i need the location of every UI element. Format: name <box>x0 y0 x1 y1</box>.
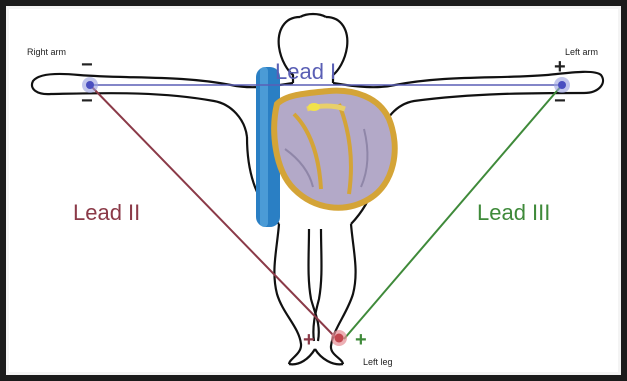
einthoven-triangle-diagram: Right arm Left arm Left leg − − + − + + … <box>9 9 618 372</box>
heart-illustration <box>256 67 395 227</box>
left-arm-label: Left arm <box>565 47 598 57</box>
diagram-panel: Right arm Left arm Left leg − − + − + + … <box>6 6 621 375</box>
lead-1-label: Lead I <box>275 59 336 84</box>
right-arm-label: Right arm <box>27 47 66 57</box>
left-leg-label: Left leg <box>363 357 393 367</box>
right-arm-top-sign: − <box>81 54 93 76</box>
left-arm-top-sign: + <box>554 56 566 78</box>
lead-2-label: Lead II <box>73 200 140 225</box>
leg-lead-3-sign: + <box>355 329 367 351</box>
lead-3-label: Lead III <box>477 200 550 225</box>
left-arm-bottom-sign: − <box>554 90 566 112</box>
leg-lead-2-sign: + <box>303 329 315 351</box>
left-leg-electrode <box>331 330 347 346</box>
right-arm-bottom-sign: − <box>81 90 93 112</box>
